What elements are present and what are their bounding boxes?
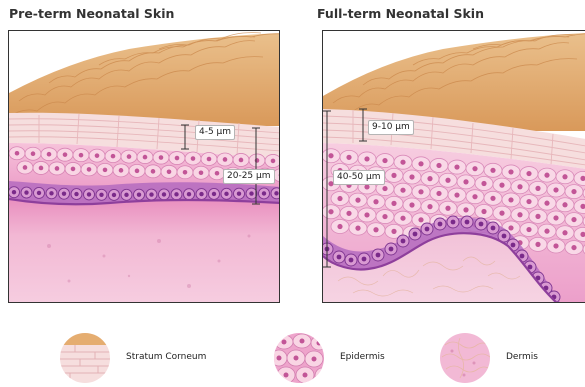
stratum-corneum-icon <box>60 333 110 383</box>
preterm-skin-illustration <box>9 31 280 303</box>
preterm-skin-panel: 4-5 µm 20-25 µm <box>8 30 280 303</box>
legend-label: Epidermis <box>340 352 385 362</box>
dermis-layer <box>9 199 280 303</box>
epidermis-thickness-label: 40-50 µm <box>333 170 385 185</box>
stratum-corneum-thickness-label: 9-10 µm <box>368 120 414 135</box>
legend-label: Dermis <box>506 352 538 362</box>
fullterm-skin-panel: 9-10 µm 40-50 µm <box>322 30 585 303</box>
epidermis-icon <box>274 333 324 383</box>
stratum-corneum-thickness-label: 4-5 µm <box>195 125 235 140</box>
dermis-icon <box>440 333 490 383</box>
legend-label: Stratum Corneum <box>126 352 206 362</box>
fullterm-title: Full-term Neonatal Skin <box>317 6 484 21</box>
epidermis-thickness-label: 20-25 µm <box>223 169 275 184</box>
outer-scales <box>9 33 280 126</box>
fullterm-skin-illustration <box>323 31 585 303</box>
preterm-title: Pre-term Neonatal Skin <box>9 6 174 21</box>
